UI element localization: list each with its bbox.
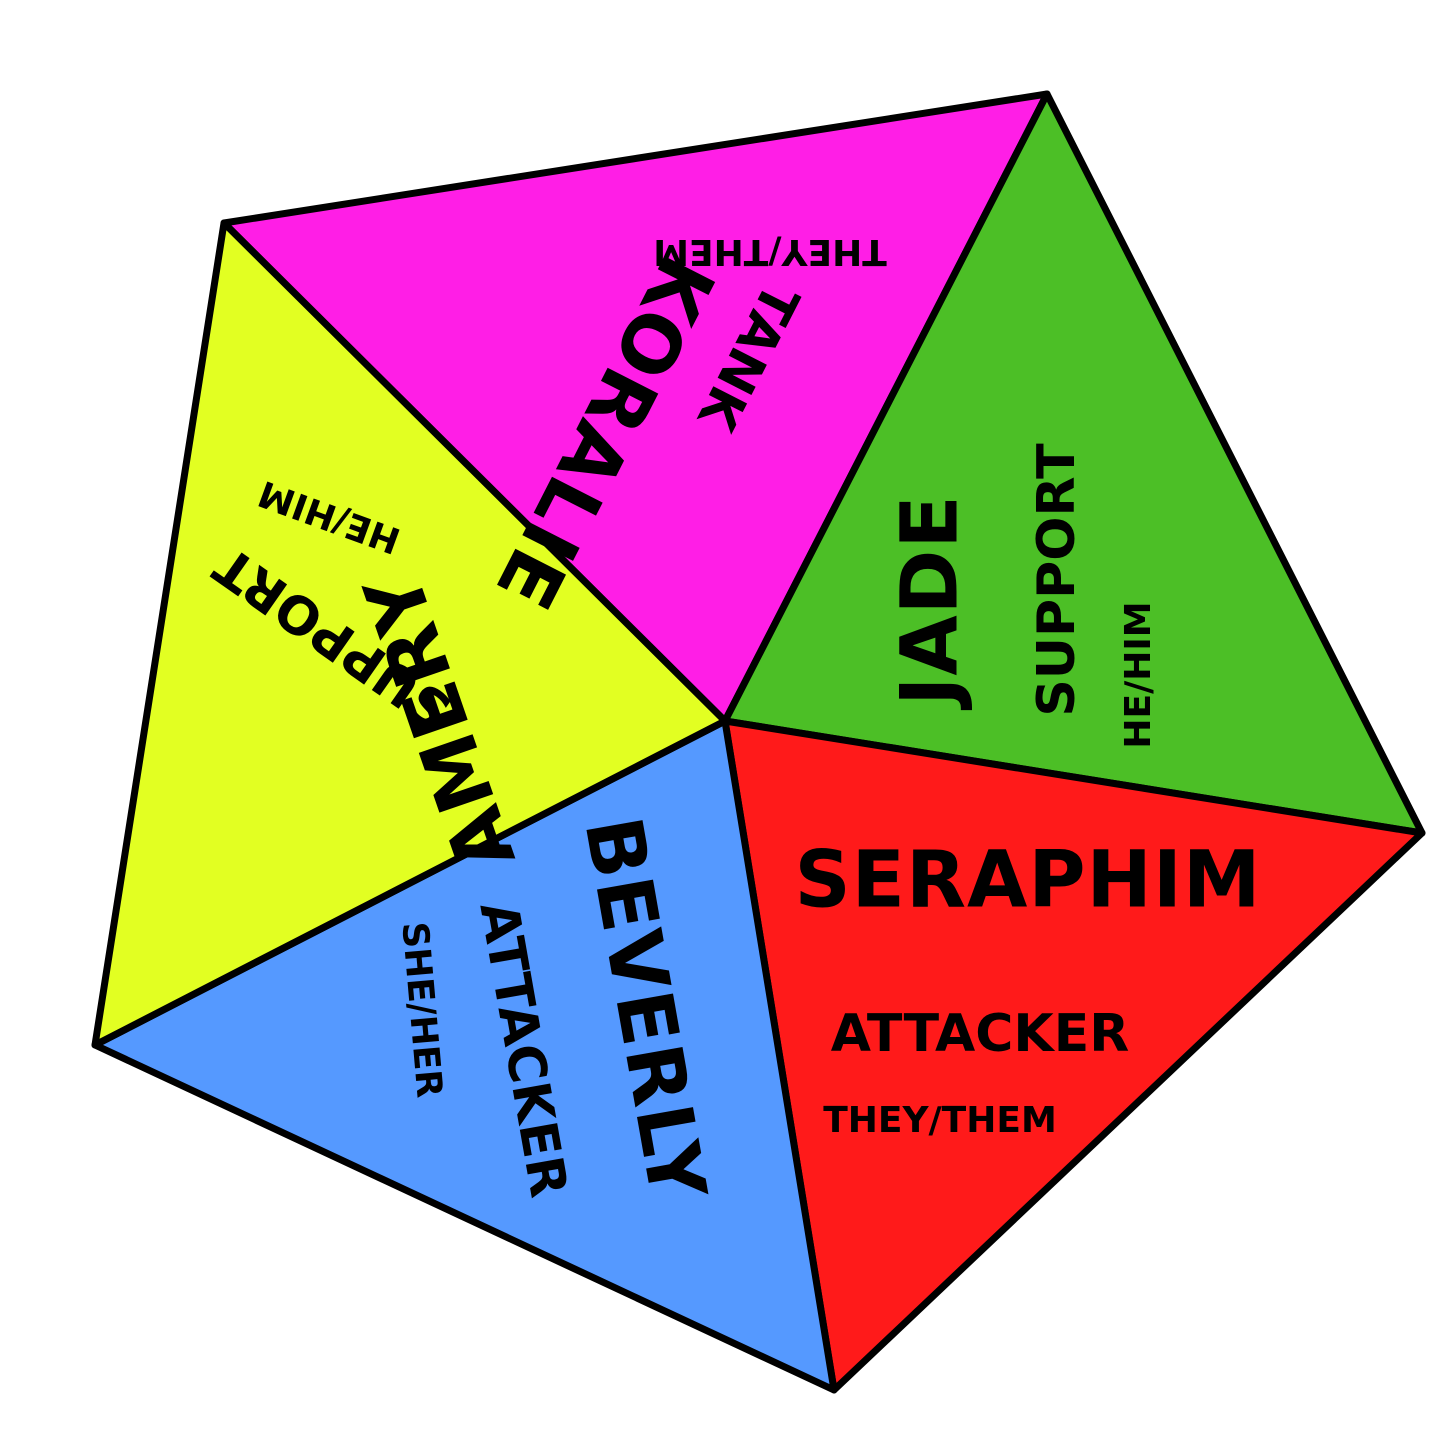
name-seraphim: SERAPHIM	[795, 835, 1262, 925]
segment-amery	[91, 219, 729, 1049]
label-group-seraphim: SERAPHIM ATTACKER THEY/THEM	[795, 835, 1262, 1141]
role-seraphim: ATTACKER	[831, 1004, 1130, 1064]
pronouns-seraphim: THEY/THEM	[823, 1100, 1057, 1141]
pronouns-jade: HE/HIM	[1118, 601, 1159, 748]
name-jade: JADE	[885, 494, 975, 710]
pronouns-koralie: THEY/THEM	[653, 231, 887, 272]
role-jade: SUPPORT	[1027, 443, 1087, 717]
label-group-jade: JADE SUPPORT HE/HIM	[885, 443, 1159, 749]
